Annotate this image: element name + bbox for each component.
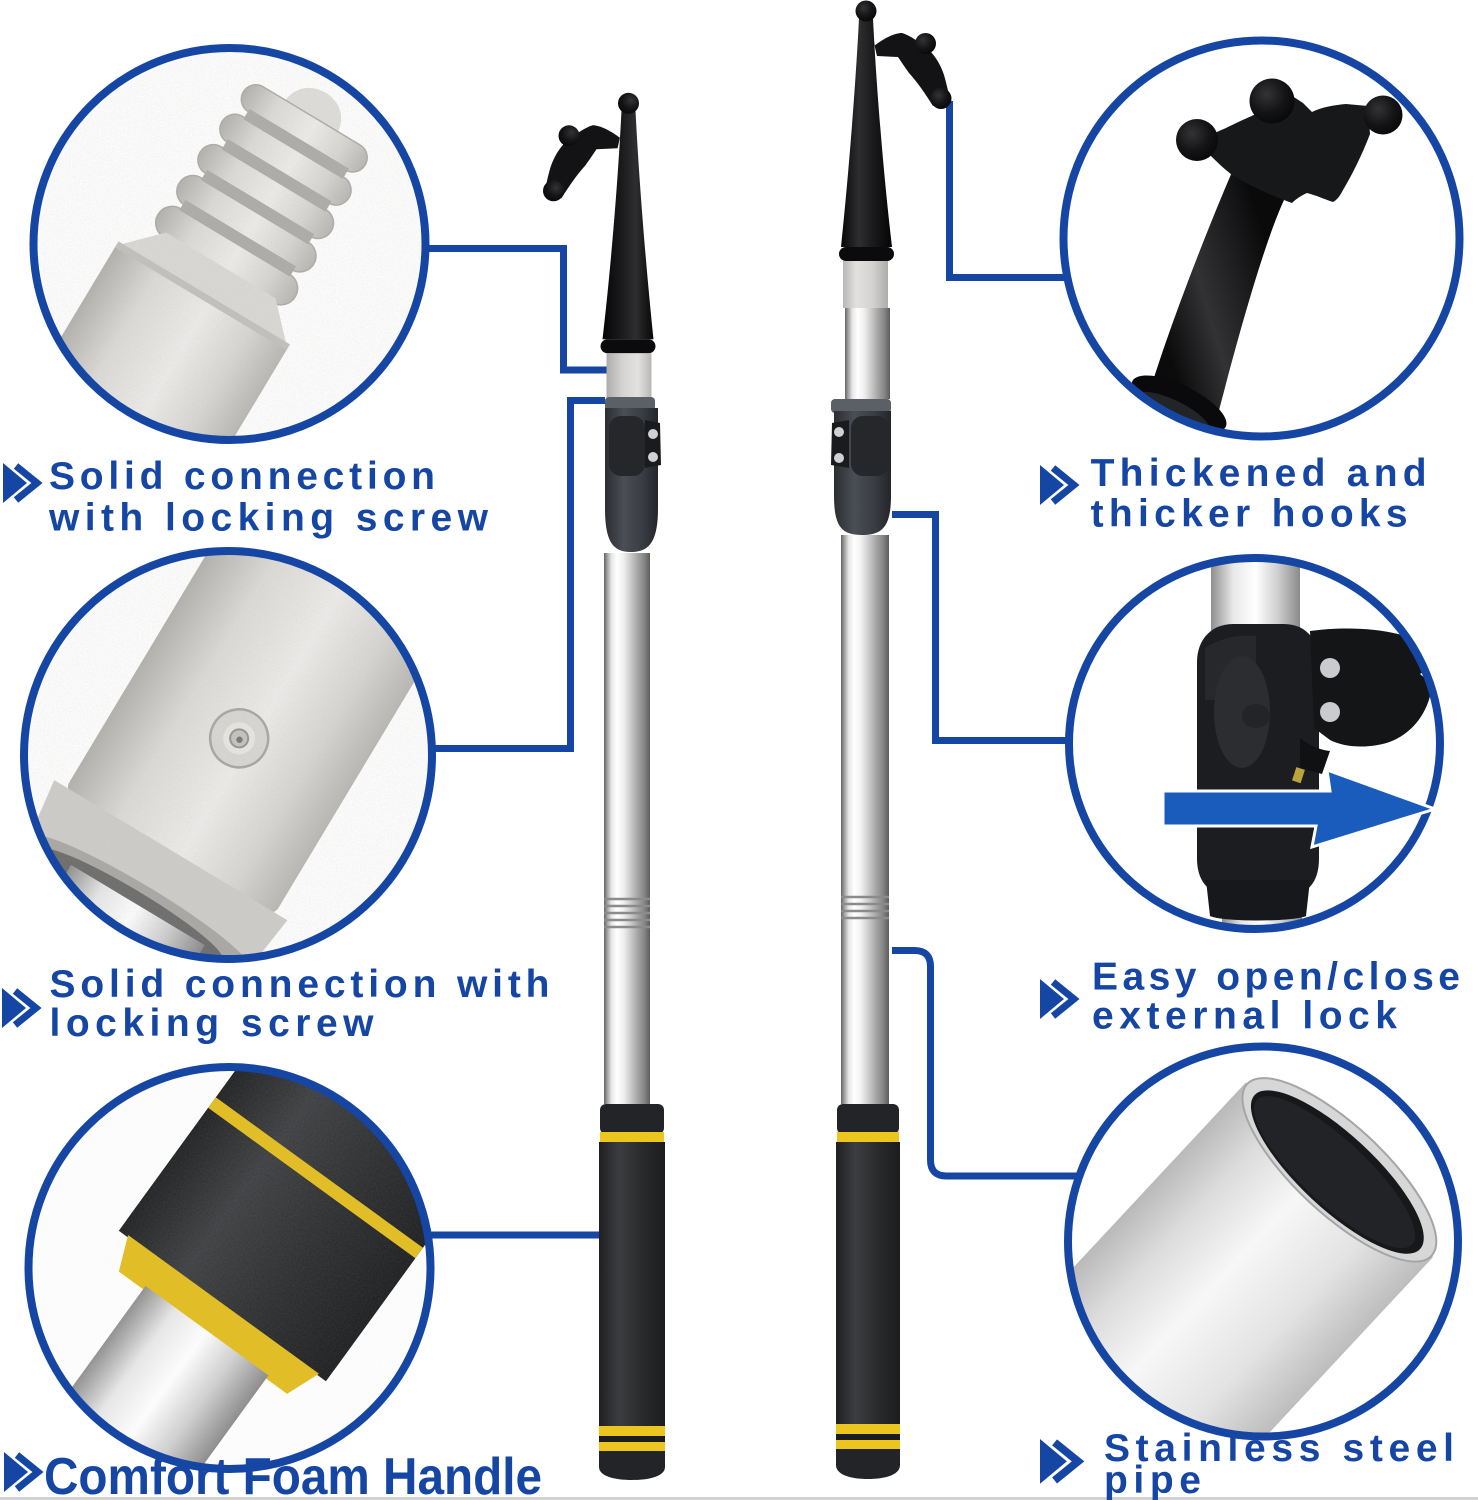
svg-text:thicker hooks: thicker hooks xyxy=(1091,492,1408,535)
svg-text:Comfort Foam Handle: Comfort Foam Handle xyxy=(44,1448,542,1500)
svg-text:external lock: external lock xyxy=(1092,994,1397,1037)
svg-text:with locking screw: with locking screw xyxy=(48,497,489,540)
svg-text:locking screw: locking screw xyxy=(50,1002,375,1045)
svg-text:Solid connection with: Solid connection with xyxy=(50,963,550,1006)
svg-text:Solid connection: Solid connection xyxy=(49,455,435,498)
svg-text:Easy open/close: Easy open/close xyxy=(1092,956,1460,999)
svg-text:Stainless steel: Stainless steel xyxy=(1104,1427,1454,1470)
svg-text:Thickened and: Thickened and xyxy=(1091,452,1427,495)
svg-text:pipe: pipe xyxy=(1104,1459,1201,1500)
